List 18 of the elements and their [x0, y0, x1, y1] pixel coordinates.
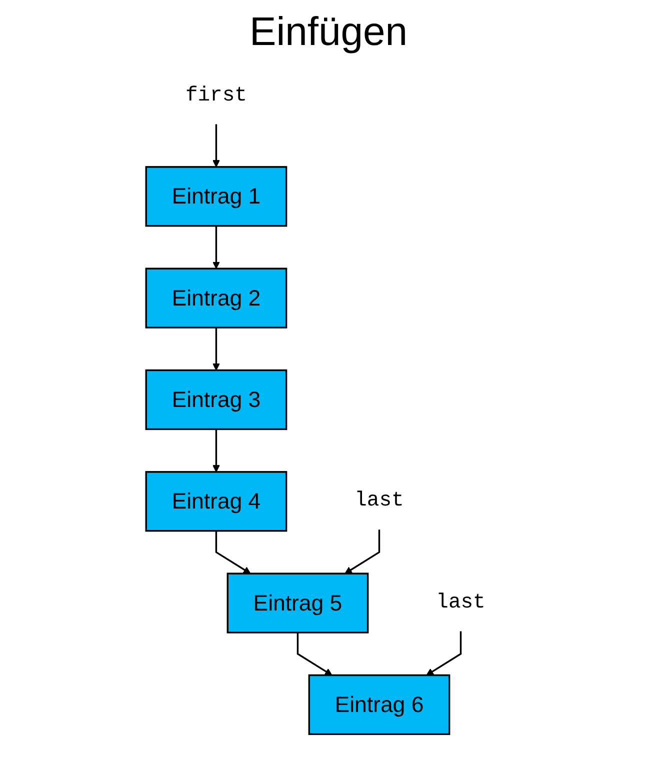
arrow — [212, 429, 220, 472]
title: Einfügen — [248, 10, 408, 55]
arrow — [426, 631, 462, 676]
arrow — [212, 226, 220, 269]
arrow — [344, 530, 380, 574]
node-box: Eintrag 5 — [226, 572, 369, 634]
node-box: Eintrag 4 — [145, 471, 288, 532]
node-box: Eintrag 6 — [308, 674, 450, 736]
arrow — [212, 328, 220, 371]
arrow — [296, 632, 332, 676]
node-box: Eintrag 1 — [145, 166, 288, 227]
node-box: Eintrag 2 — [145, 268, 288, 328]
node-text: last — [354, 489, 404, 512]
arrow — [215, 530, 251, 574]
node-text: first — [185, 84, 247, 108]
node-box: Eintrag 3 — [145, 369, 288, 430]
node-text: last — [436, 591, 486, 614]
arrow — [212, 124, 220, 168]
